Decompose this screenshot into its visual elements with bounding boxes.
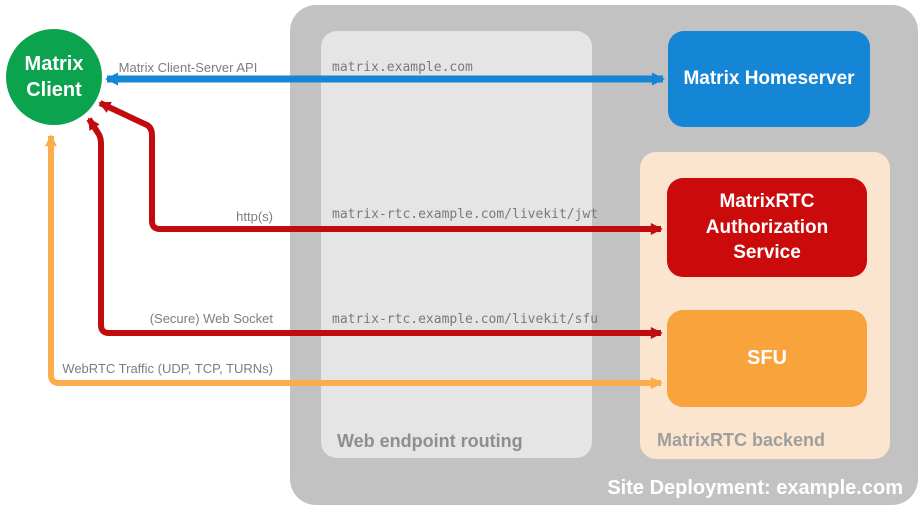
matrixrtc-authorization-service-label: MatrixRTC Authorization Service <box>705 191 829 264</box>
matrix-client-node: Matrix Client <box>6 29 102 125</box>
matrixrtc-authorization-service-node: MatrixRTC Authorization Service <box>667 178 867 277</box>
site-deployment-caption: Site Deployment: example.com <box>607 477 903 499</box>
https-caption: http(s) <box>236 209 273 224</box>
web-endpoint-routing-box <box>321 31 592 458</box>
sfu-label: SFU <box>747 347 787 369</box>
matrix-homeserver-node: Matrix Homeserver <box>668 31 870 127</box>
matrix-homeserver-label: Matrix Homeserver <box>683 68 855 89</box>
route-matrix-example-com: matrix.example.com <box>332 60 473 75</box>
sfu-node: SFU <box>667 310 867 407</box>
route-livekit-sfu: matrix-rtc.example.com/livekit/sfu <box>332 312 599 327</box>
web-endpoint-routing-caption: Web endpoint routing <box>337 431 523 451</box>
webrtc-traffic-caption: WebRTC Traffic (UDP, TCP, TURNs) <box>62 361 273 376</box>
matrix-client-label: Matrix Client <box>24 53 84 101</box>
matrixrtc-backend-caption: MatrixRTC backend <box>657 430 826 450</box>
client-server-api-caption: Matrix Client-Server API <box>118 60 258 75</box>
route-livekit-jwt: matrix-rtc.example.com/livekit/jwt <box>332 207 599 222</box>
secure-web-socket-caption: (Secure) Web Socket <box>149 311 273 326</box>
